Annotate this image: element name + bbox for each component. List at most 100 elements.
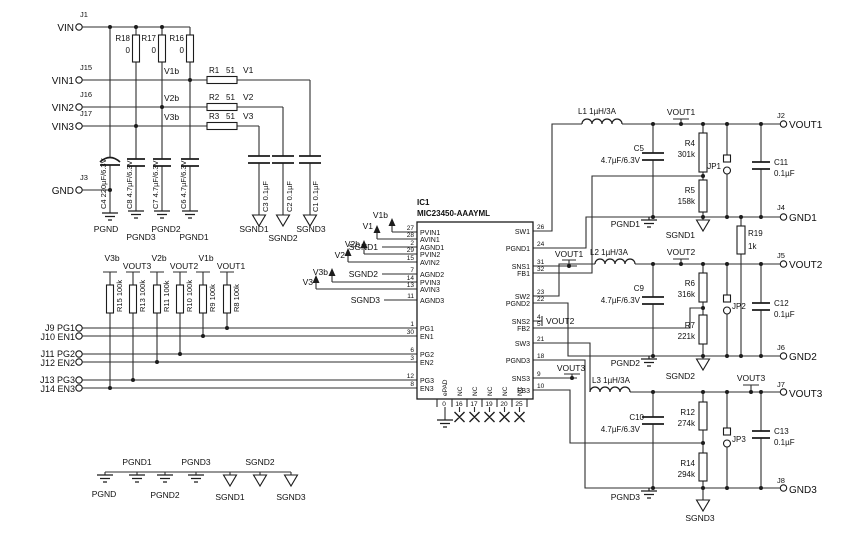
c10-val: 4.7µF/6.3V xyxy=(601,425,641,434)
net-v3b-top: V3b xyxy=(164,112,179,122)
net-v1-ic: V1 xyxy=(363,221,374,231)
conn-j7-ref: J7 xyxy=(777,380,785,389)
c6-label: C6 4.7µF/6.3V xyxy=(179,160,188,209)
conn-j10-label: J10 EN1 xyxy=(40,332,75,342)
strip-pgnd2-icon xyxy=(157,474,173,483)
ic-num-31: 31 xyxy=(537,259,545,266)
c1-label: C1 0.1µF xyxy=(311,181,320,212)
sgnd2-icon xyxy=(275,214,291,228)
conn-J12-pin xyxy=(75,358,83,366)
resistor-R8 xyxy=(222,284,232,314)
resistor-R17 xyxy=(157,34,167,63)
ic-pin-en2: EN2 xyxy=(420,360,434,367)
capacitor-C6 xyxy=(181,158,199,167)
ic-num-15: 15 xyxy=(407,255,415,262)
ic-num-24: 24 xyxy=(537,241,545,248)
conn-j11-label: J11 PG2 xyxy=(41,349,75,359)
gnd-sgnd2-label: SGND2 xyxy=(268,233,298,243)
r12-ref: R12 xyxy=(680,408,695,417)
strip-pgnd1-icon xyxy=(129,474,145,483)
ic-num-29: 29 xyxy=(407,247,415,254)
l2-label: L2 1µH/3A xyxy=(590,248,629,257)
net-v1b-top: V1b xyxy=(164,66,179,76)
capacitor-C1 xyxy=(299,155,321,164)
r6-ref: R6 xyxy=(685,279,696,288)
ic-pin-nc1: NC xyxy=(457,386,464,396)
ic-pin-agnd1: AGND1 xyxy=(420,245,444,252)
ic-pin-pvin1: PVIN1 xyxy=(420,230,440,237)
ic-pin-nc2: NC xyxy=(472,386,479,396)
conn-J5-pin xyxy=(779,260,788,268)
conn-J11-pin xyxy=(75,350,83,358)
r10-label: R10 100k xyxy=(185,280,194,312)
net-vout1-rail: VOUT1 xyxy=(667,107,696,117)
strip-sgnd1-icon xyxy=(222,474,238,488)
v3b-arrow-icon xyxy=(328,268,336,276)
conn-j6-net: GND2 xyxy=(789,352,817,363)
r18-val: 0 xyxy=(126,46,131,55)
r1-ref: R1 xyxy=(209,66,220,75)
strip-sgnd3-icon xyxy=(283,474,299,488)
ic-pin-avin3: AVIN3 xyxy=(420,287,440,294)
capacitor-C9 xyxy=(642,296,664,305)
conn-j2-net: VOUT1 xyxy=(789,120,823,131)
resistor-R9 xyxy=(198,284,208,314)
ic-num-23: 23 xyxy=(537,289,545,296)
conn-j5-ref: J5 xyxy=(777,251,785,260)
conn-J13-pin xyxy=(75,376,83,384)
epad-gnd-icon xyxy=(437,419,453,428)
ic-pin-pg1: PG1 xyxy=(420,326,434,333)
gnd-pgnd1-out: PGND1 xyxy=(611,219,641,229)
r15-label: R15 100k xyxy=(115,280,124,312)
resistors xyxy=(105,34,746,482)
r4-ref: R4 xyxy=(685,139,696,148)
net-v2b-pullup: V2b xyxy=(151,253,166,263)
conn-J16-pin xyxy=(75,103,83,111)
ic-num-20: 20 xyxy=(500,401,508,408)
resistor-R4 xyxy=(698,132,708,173)
ic-pin-agnd3: AGND3 xyxy=(420,298,444,305)
l3-label: L3 1µH/3A xyxy=(592,376,631,385)
ic-pin-nc3: NC xyxy=(487,386,494,396)
pgnd3-icon xyxy=(128,210,144,219)
c3-label: C3 0.1µF xyxy=(261,181,270,212)
gnd-pgnd3-out: PGND3 xyxy=(611,492,641,502)
ic-pin-nc4: NC xyxy=(502,386,509,396)
net-sgnd1-ic: SGND1 xyxy=(349,242,379,252)
connector-pins xyxy=(75,23,788,492)
ic-num-17: 17 xyxy=(470,401,478,408)
r5-ref: R5 xyxy=(685,186,696,195)
v1-arrow-icon xyxy=(373,225,381,233)
resistor-R18 xyxy=(131,34,141,63)
c7-label: C7 4.7µF/6.3V xyxy=(151,160,160,209)
gnd-pgnd2-label: PGND2 xyxy=(151,224,181,234)
ic-num-28: 28 xyxy=(407,232,415,239)
ic-pin-sns1: SNS1 xyxy=(512,264,530,271)
r9-label: R9 100k xyxy=(208,284,217,312)
net-vout1-pullup: VOUT1 xyxy=(217,261,246,271)
pgnd1-icon xyxy=(182,210,198,219)
conn-j15-ref: J15 xyxy=(80,63,92,72)
conn-J9-pin xyxy=(75,324,83,332)
net-sgnd3-ic: SGND3 xyxy=(351,295,381,305)
conn-J14-pin xyxy=(75,384,83,392)
ic-pin-sns3: SNS3 xyxy=(512,376,530,383)
net-v3b-ic: V3b xyxy=(313,267,328,277)
ic-num-8: 8 xyxy=(410,381,414,388)
pgnd-icon xyxy=(102,212,118,221)
ic-pin-sw3: SW3 xyxy=(515,341,530,348)
ic-pin-avin1: AVIN1 xyxy=(420,237,440,244)
ic-num-6: 6 xyxy=(410,347,414,354)
ic-num-19: 19 xyxy=(485,401,493,408)
r19-ref: R19 xyxy=(748,229,763,238)
net-v2-top: V2 xyxy=(243,92,254,102)
resistor-R3 xyxy=(206,121,238,131)
conn-j15-net: VIN1 xyxy=(52,76,75,87)
r5-val: 158k xyxy=(678,197,696,206)
r19-val: 1k xyxy=(748,242,757,251)
r4-val: 301k xyxy=(678,150,696,159)
jumpers xyxy=(722,154,732,448)
ic-pin-fb2: FB2 xyxy=(517,326,530,333)
strip-sgnd3: SGND3 xyxy=(276,492,306,502)
